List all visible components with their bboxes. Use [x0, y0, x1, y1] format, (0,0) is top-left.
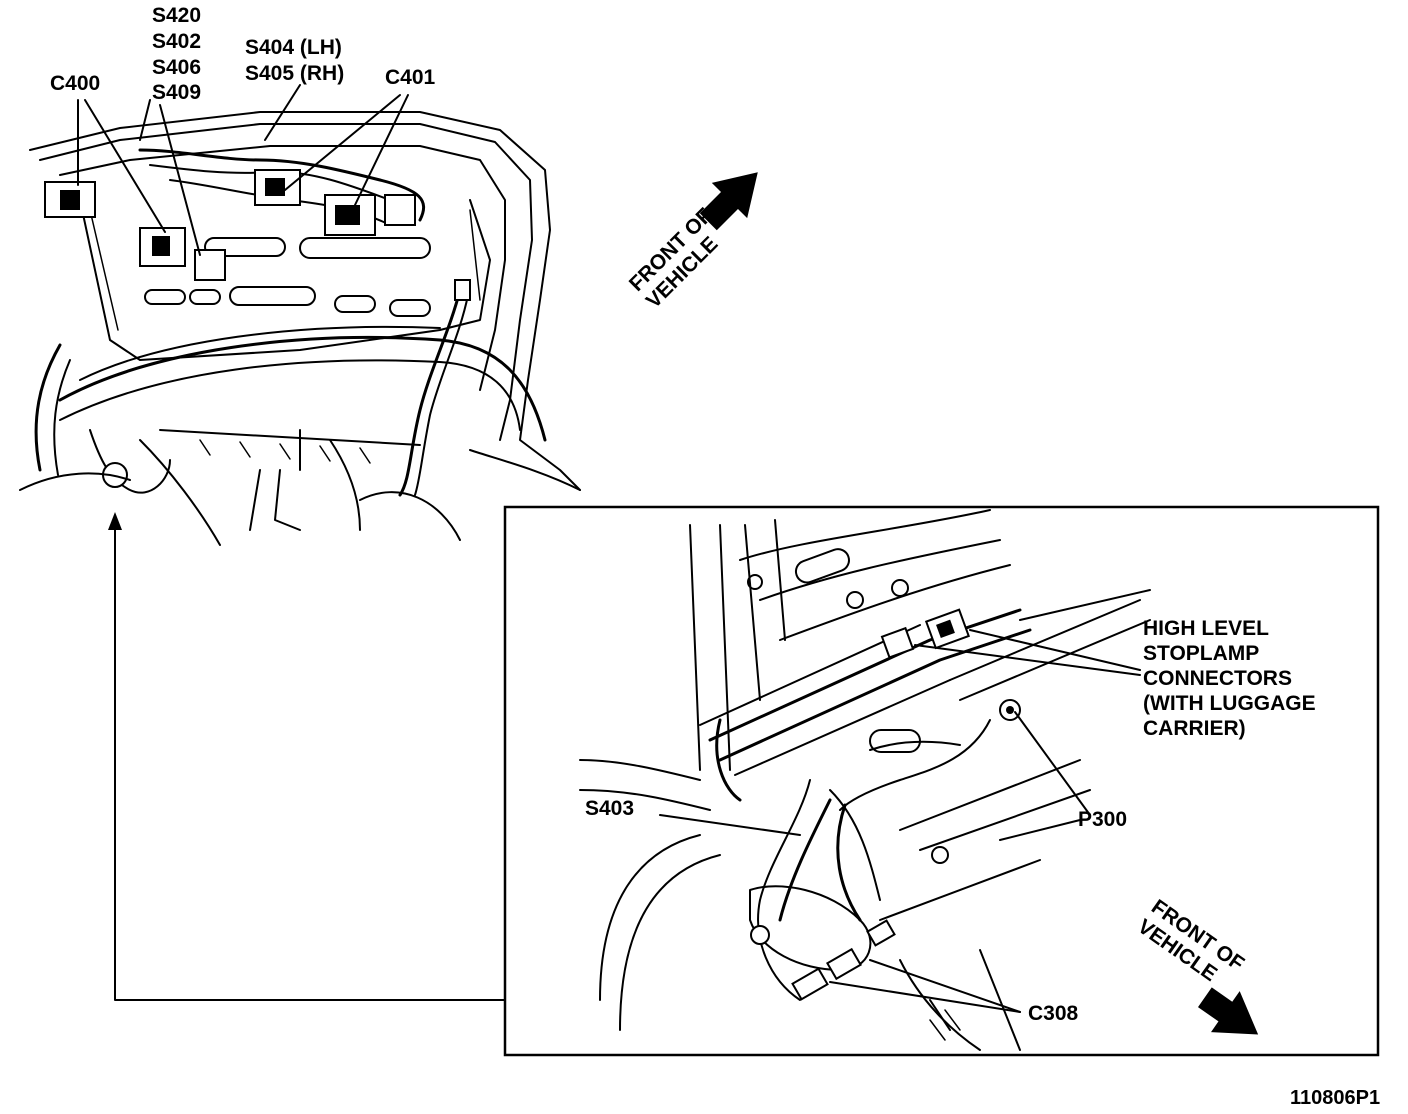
stoplamp-leader-2	[914, 644, 1141, 676]
s403-leader	[659, 814, 801, 836]
detail-view-illustration	[579, 509, 1151, 1051]
c308-leader-2	[869, 959, 1021, 1013]
label-stoplamp-2: STOPLAMP	[1143, 642, 1259, 665]
label-s405: S405 (RH)	[245, 62, 344, 85]
label-c308: C308	[1028, 1002, 1079, 1025]
front-of-vehicle-arrow-top: FRONT OF VEHICLE	[625, 172, 758, 313]
c308-leader-1	[829, 981, 1021, 1013]
label-s404: S404 (LH)	[245, 36, 342, 59]
label-s420: S420	[152, 4, 201, 27]
p300-leader	[1014, 711, 1091, 816]
label-stoplamp-5: CARRIER)	[1143, 717, 1246, 740]
label-p300: P300	[1078, 808, 1127, 831]
overview-leader-lines	[77, 84, 409, 256]
label-stoplamp-3: CONNECTORS	[1143, 667, 1292, 690]
label-s402: S402	[152, 30, 201, 53]
stoplamp-leader-1	[969, 629, 1141, 671]
detail-callout-arrow	[108, 512, 506, 1001]
trunk-overview-illustration	[19, 111, 581, 546]
label-s409: S409	[152, 81, 201, 104]
detail-view-box: HIGH LEVEL STOPLAMP CONNECTORS (WITH LUG…	[503, 505, 1380, 1057]
label-stoplamp-4: (WITH LUGGAGE	[1143, 692, 1316, 715]
label-c401: C401	[385, 66, 436, 89]
label-stoplamp-1: HIGH LEVEL	[1143, 617, 1269, 640]
label-s403: S403	[585, 797, 634, 820]
label-s406: S406	[152, 56, 201, 79]
figure-id: 110806P1	[1290, 1087, 1380, 1109]
label-c400: C400	[50, 72, 100, 95]
